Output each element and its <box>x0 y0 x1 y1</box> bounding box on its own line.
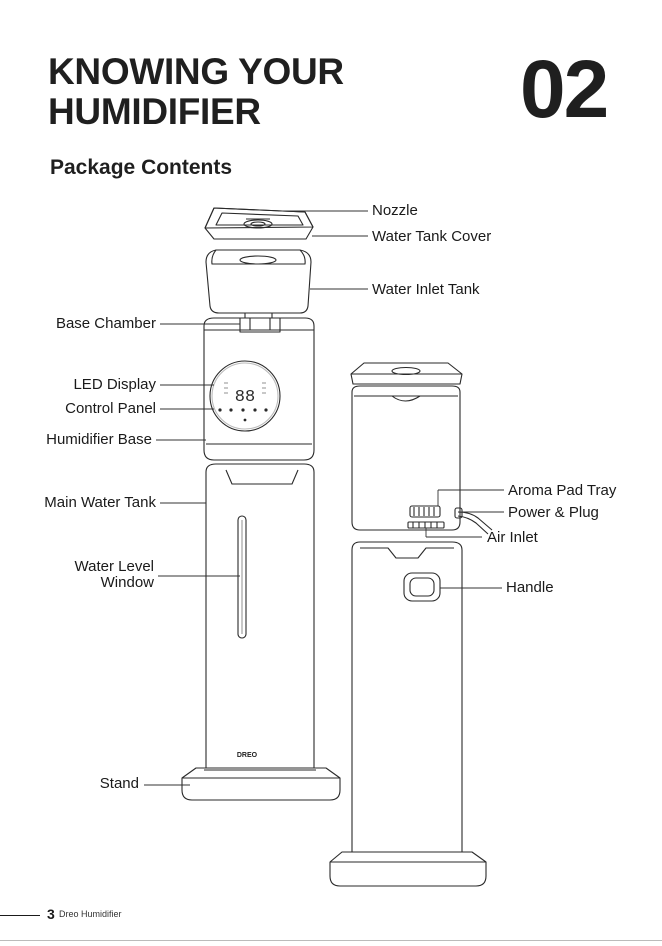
assembled-humidifier <box>330 363 492 886</box>
label-handle: Handle <box>506 580 554 596</box>
timer-button-icon <box>253 408 256 411</box>
light-button-icon <box>264 408 267 411</box>
mode-button-icon <box>229 408 232 411</box>
mist-button-icon <box>241 408 244 411</box>
label-control-panel: Control Panel <box>65 401 156 417</box>
label-water-tank-cover: Water Tank Cover <box>372 229 491 245</box>
label-humidifier-base: Humidifier Base <box>46 432 152 448</box>
label-stand: Stand <box>100 776 139 792</box>
page-number: 3 <box>47 906 55 922</box>
humidifier-base-part <box>204 318 314 460</box>
stand-part <box>182 768 340 800</box>
page-bottom-rule <box>0 940 662 941</box>
power-button-icon <box>218 408 221 411</box>
main-water-tank-part <box>206 464 314 770</box>
label-aroma-pad-tray: Aroma Pad Tray <box>508 483 616 499</box>
footer-rule <box>0 915 40 916</box>
footer-brand: Dreo Humidifier <box>59 909 122 919</box>
label-nozzle: Nozzle <box>372 203 418 219</box>
led-digits: 88 <box>235 388 255 407</box>
label-base-chamber: Base Chamber <box>56 316 156 332</box>
label-water-level-line-2: Window <box>75 575 154 591</box>
label-water-level-window: Water Level Window <box>75 559 154 591</box>
label-main-water-tank: Main Water Tank <box>44 495 156 511</box>
label-power-plug: Power & Plug <box>508 505 599 521</box>
label-water-inlet-tank: Water Inlet Tank <box>372 282 480 298</box>
device-logo: DREO <box>237 752 258 759</box>
label-led-display: LED Display <box>73 377 156 393</box>
wifi-indicator-icon <box>244 419 247 422</box>
label-water-level-line-1: Water Level <box>75 559 154 575</box>
water-tank-cover-part <box>205 208 313 239</box>
label-air-inlet: Air Inlet <box>487 530 538 546</box>
